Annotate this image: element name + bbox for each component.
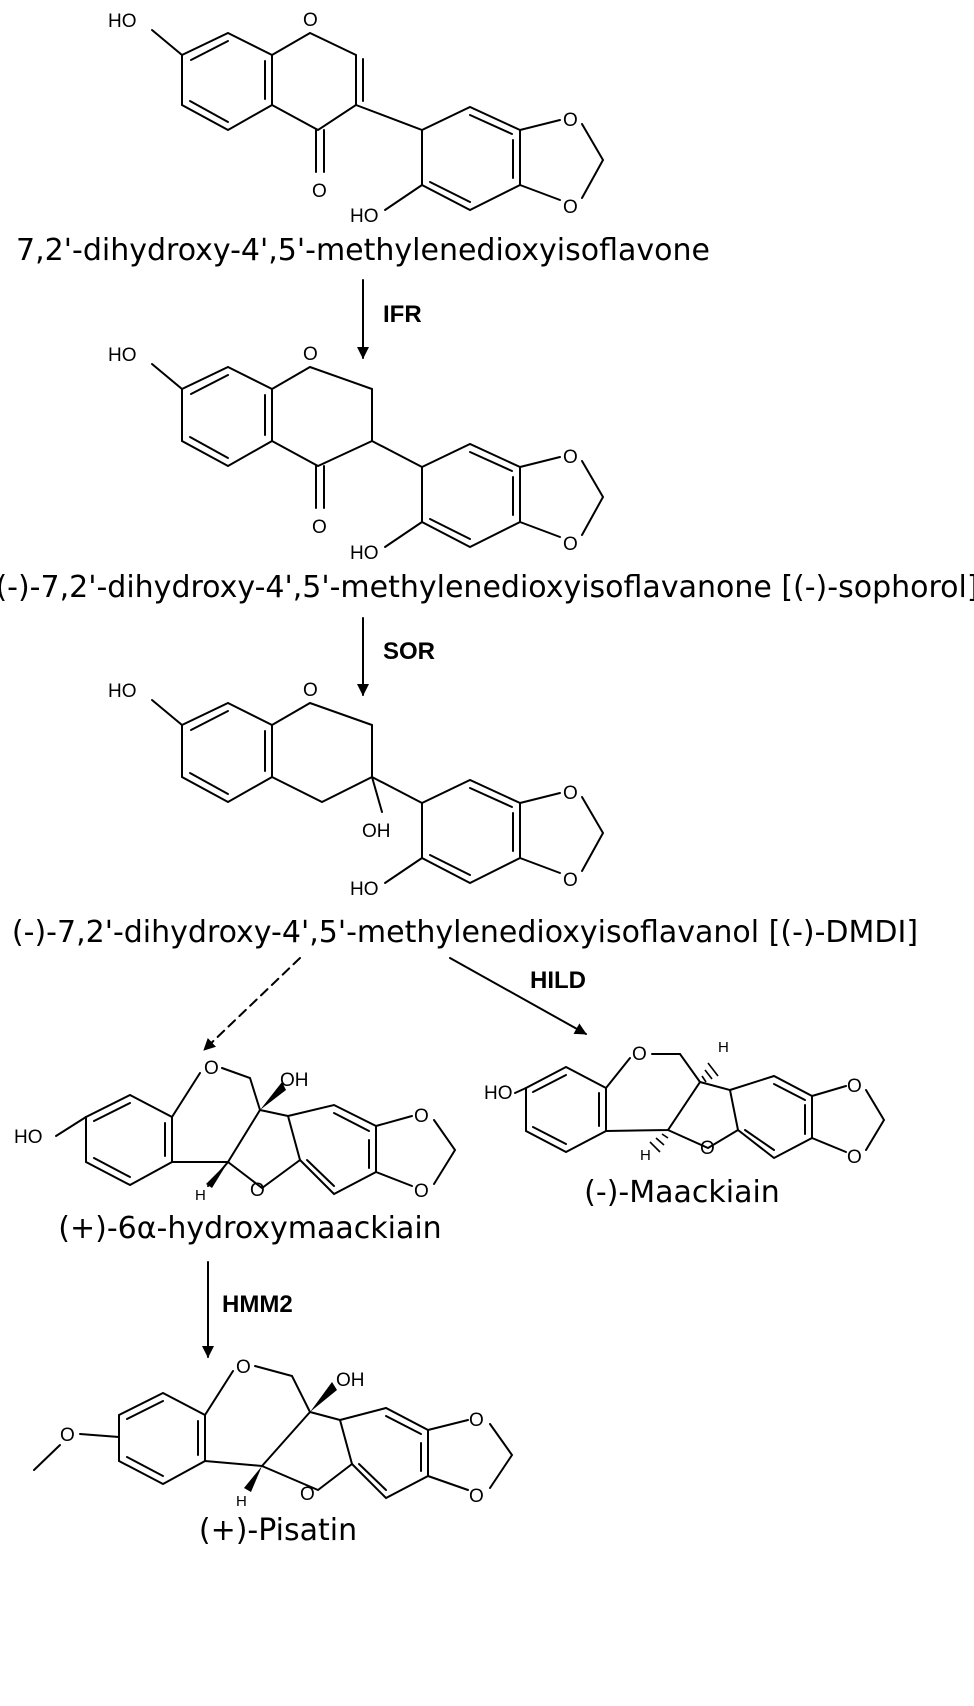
compound-name: 7,2'-dihydroxy-4',5'-methylenedioxyisofl…	[16, 233, 710, 268]
compound-name: (-)-Maackiain	[584, 1175, 780, 1210]
compound-name: (+)-6α-hydroxymaackiain	[58, 1211, 441, 1246]
oxygen-label: O	[563, 447, 578, 468]
oxygen-label: O	[236, 1357, 251, 1378]
oxygen-label: O	[469, 1410, 484, 1431]
oxygen-label: O	[414, 1181, 429, 1202]
oxygen-label: O	[563, 870, 578, 891]
compound-name: (-)-7,2'-dihydroxy-4',5'-methylenedioxyi…	[12, 915, 918, 950]
structure-isoflavanol: HO O OH O O HO	[108, 680, 605, 900]
structure-pisatin: O O OH O O O H	[33, 1357, 514, 1510]
oxygen-label: O	[563, 534, 578, 555]
oxygen-label: O	[250, 1180, 265, 1201]
oxygen-label: O	[632, 1044, 647, 1065]
compound-name: (+)-Pisatin	[199, 1513, 357, 1548]
structure-isoflavanone: HO O O O O HO	[108, 344, 605, 564]
oxygen-label: O	[563, 783, 578, 804]
ho-label: HO	[108, 681, 137, 702]
oxygen-label: O	[60, 1425, 75, 1446]
oxygen-label: O	[300, 1484, 315, 1505]
oxygen-label: O	[563, 110, 578, 131]
structure-maackiain: HO O O O O H H	[484, 1039, 886, 1168]
hashed-bond	[649, 1133, 669, 1153]
oxygen-label: O	[303, 680, 318, 701]
enzyme-label: HMM2	[222, 1291, 293, 1318]
ho-label: HO	[350, 206, 379, 227]
oxygen-label: O	[303, 10, 318, 31]
oxygen-label: O	[700, 1138, 715, 1159]
hydrogen-label: H	[718, 1039, 729, 1056]
oxygen-label: O	[414, 1106, 429, 1127]
enzyme-label: HILD	[530, 967, 586, 994]
ho-label: HO	[484, 1083, 513, 1104]
oh-label: OH	[362, 821, 391, 842]
oxygen-label: O	[303, 344, 318, 365]
structure-isoflavone: HO O O O O HO	[108, 10, 605, 227]
ho-label: HO	[350, 543, 379, 564]
oxygen-label: O	[563, 197, 578, 218]
ho-label: HO	[14, 1127, 43, 1148]
oxygen-label: O	[204, 1058, 219, 1079]
wedge-bond	[206, 1162, 228, 1188]
enzyme-label: IFR	[383, 301, 422, 328]
structure-hydroxymaackiain: HO O OH O O O H	[14, 1058, 457, 1204]
reaction-arrow	[449, 957, 587, 1035]
oxygen-label: O	[469, 1486, 484, 1507]
oh-label: OH	[280, 1070, 309, 1091]
wedge-bond	[244, 1466, 262, 1492]
oxygen-label: O	[847, 1076, 862, 1097]
hydrogen-label: H	[640, 1147, 651, 1164]
hydrogen-label: H	[195, 1187, 206, 1204]
hydrogen-label: H	[236, 1493, 247, 1510]
oxygen-label: O	[312, 517, 327, 538]
ho-label: HO	[350, 879, 379, 900]
hashed-bond	[701, 1062, 719, 1083]
ho-label: HO	[108, 345, 137, 366]
oh-label: OH	[336, 1370, 365, 1391]
ho-label: HO	[108, 11, 137, 32]
compound-name: (-)-7,2'-dihydroxy-4',5'-methylenedioxyi…	[0, 570, 974, 605]
wedge-bond	[260, 1082, 286, 1110]
wedge-bond	[310, 1382, 337, 1412]
reaction-arrow-dashed	[203, 957, 301, 1051]
oxygen-label: O	[847, 1147, 862, 1168]
enzyme-label: SOR	[383, 638, 435, 665]
oxygen-label: O	[312, 181, 327, 202]
